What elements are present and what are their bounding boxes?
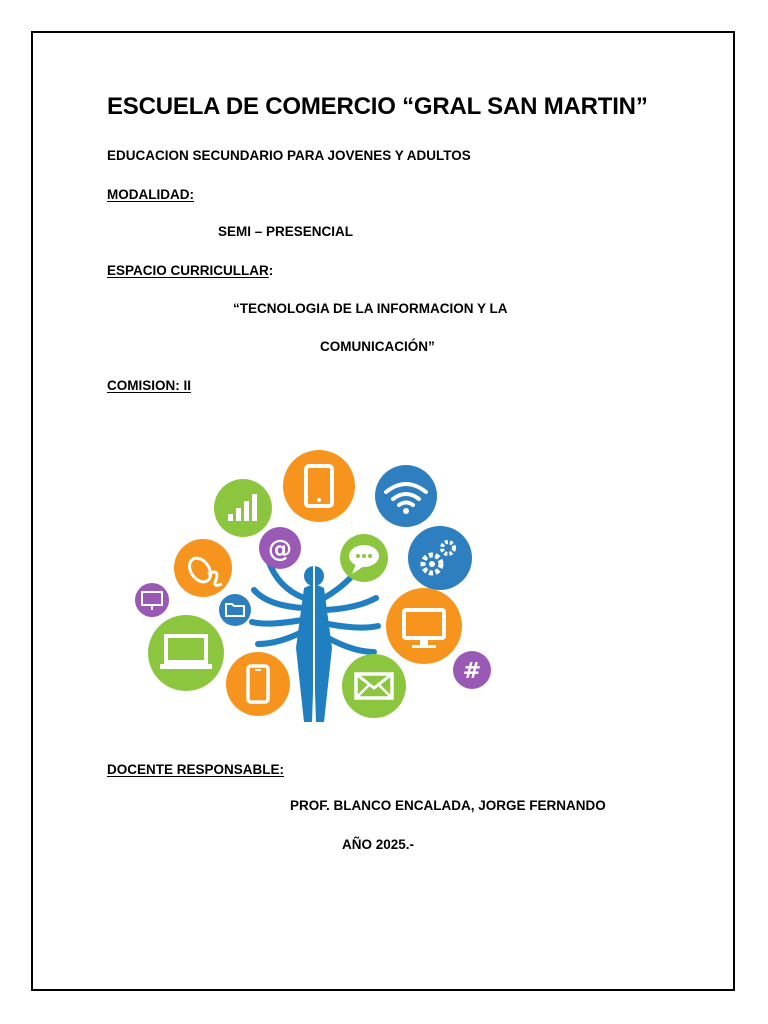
chat-bubble-icon [340,534,388,582]
school-title: ESCUELA DE COMERCIO “GRAL SAN MARTIN” [107,93,648,120]
at-sign-icon: @ [259,527,301,569]
espacio-value-line2: COMUNICACIÓN” [320,339,435,354]
subtitle: EDUCACION SECUNDARIO PARA JOVENES Y ADUL… [107,148,471,163]
comision-label: COMISION: II [107,378,191,393]
espacio-label: ESPACIO CURRICULLAR [107,263,269,278]
svg-text:#: # [463,659,481,684]
multi-arm-figure-icon [249,557,381,722]
envelope-icon [342,654,406,718]
modalidad-label: MODALIDAD: [107,187,194,202]
folder-icon [219,594,251,626]
signal-bars-icon [214,479,272,537]
espacio-label-colon: : [268,263,274,278]
svg-text:@: @ [268,535,292,563]
gears-icon [408,526,472,590]
modalidad-value: SEMI – PRESENCIAL [218,224,354,239]
smartphone-icon [226,652,290,716]
presentation-icon [135,583,169,617]
hashtag-icon: # [453,651,491,689]
monitor-icon [386,588,462,664]
page-border [31,31,735,991]
espacio-value-line1: “TECNOLOGIA DE LA INFORMACION Y LA [233,301,508,316]
wifi-icon [375,465,437,527]
tablet-icon [283,450,355,522]
laptop-icon [148,615,224,691]
docente-name: PROF. BLANCO ENCALADA, JORGE FERNANDO [290,798,606,813]
docente-label: DOCENTE RESPONSABLE: [107,762,285,777]
year: AÑO 2025.- [342,837,415,852]
espacio-label-wrap: ESPACIO CURRICULLAR: [107,263,273,278]
technology-illustration: @ [135,450,491,722]
mouse-icon [174,539,232,597]
